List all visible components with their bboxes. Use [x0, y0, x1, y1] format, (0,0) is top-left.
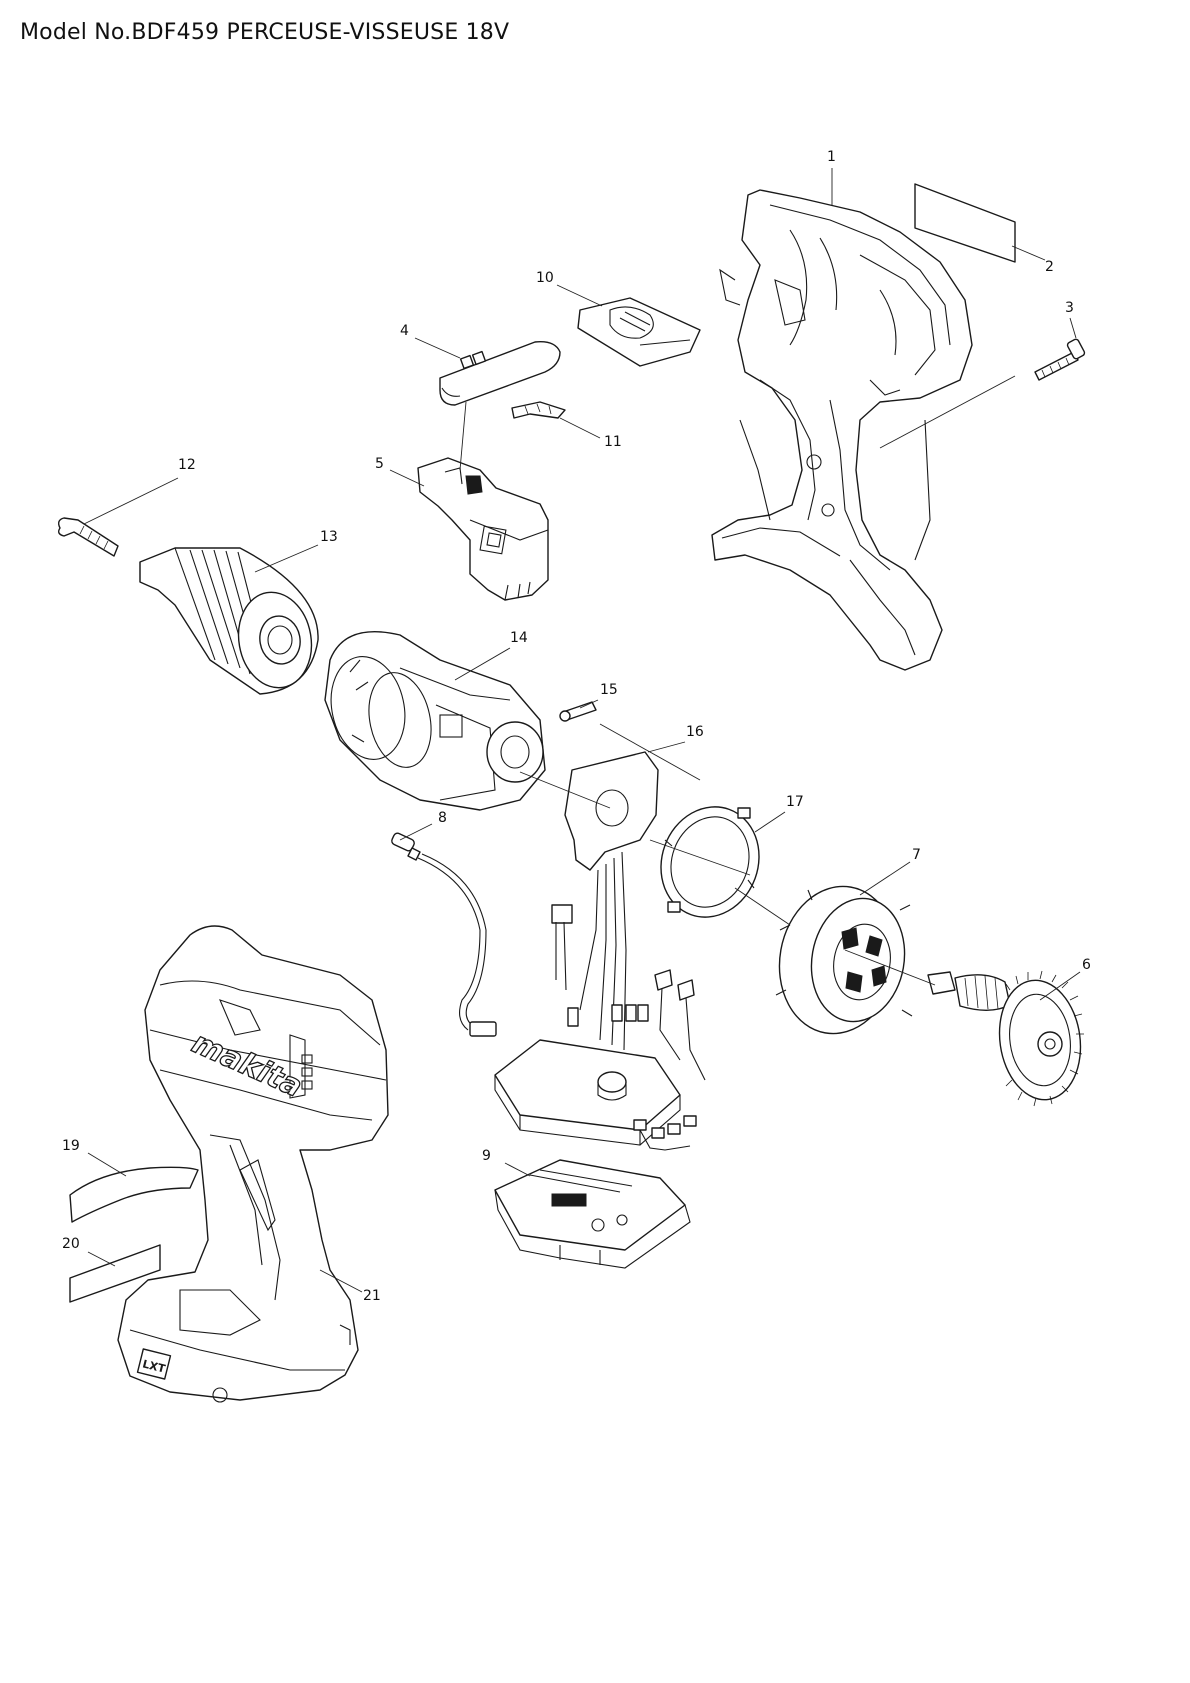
callout-1: 1: [827, 149, 836, 165]
callout-15: 15: [600, 682, 618, 698]
part-20-label: [69, 1244, 161, 1303]
callout-11: 11: [604, 434, 622, 450]
part-10-slide-switch: [577, 297, 701, 367]
part-1-housing-right: [711, 189, 973, 671]
callout-3: 3: [1065, 300, 1074, 316]
callout-8: 8: [438, 810, 447, 826]
callout-14: 14: [510, 630, 528, 646]
part-2-label: [914, 183, 1016, 263]
page-title: Model No.BDF459 PERCEUSE-VISSEUSE 18V: [20, 20, 510, 45]
part-12-chuck-screw: [57, 517, 119, 557]
part-14-gear-assembly: [324, 631, 546, 811]
part-8-wire: [391, 832, 497, 1037]
part-9-terminal: [494, 1159, 691, 1269]
callout-20: 20: [62, 1236, 80, 1252]
part-3-screw: [1034, 338, 1086, 381]
callout-10: 10: [536, 270, 554, 286]
lxt-badge: LXT: [141, 1357, 167, 1375]
callout-9: 9: [482, 1148, 491, 1164]
part-16-plate: [564, 751, 659, 1051]
callout-2: 2: [1045, 259, 1054, 275]
part-17-ring: [660, 806, 760, 918]
part-7-stator: [775, 885, 913, 1035]
callout-6: 6: [1082, 957, 1091, 973]
callout-16: 16: [686, 724, 704, 740]
part-4-trigger-rod: [439, 341, 561, 406]
part-5-switch: [417, 457, 549, 601]
part-6-rotor: [927, 970, 1084, 1107]
callout-5: 5: [375, 456, 384, 472]
callout-13: 13: [320, 529, 338, 545]
part-15-pin: [559, 701, 597, 722]
part-21-housing-left: [117, 925, 389, 1403]
leader-lines: [83, 168, 1081, 1293]
part-13-chuck: [139, 547, 319, 695]
callout-17: 17: [786, 794, 804, 810]
callout-21: 21: [363, 1288, 381, 1304]
callout-12: 12: [178, 457, 196, 473]
part-11-spring: [511, 401, 566, 419]
controller-board: [494, 904, 706, 1151]
callout-numbers: 1 2 3 4 5 6 7 8 9 10 11 12 13 14 15 16 1…: [62, 149, 1091, 1304]
callout-4: 4: [400, 323, 409, 339]
part-19-label: [69, 1166, 199, 1223]
callout-19: 19: [62, 1138, 80, 1154]
callout-7: 7: [912, 847, 921, 863]
